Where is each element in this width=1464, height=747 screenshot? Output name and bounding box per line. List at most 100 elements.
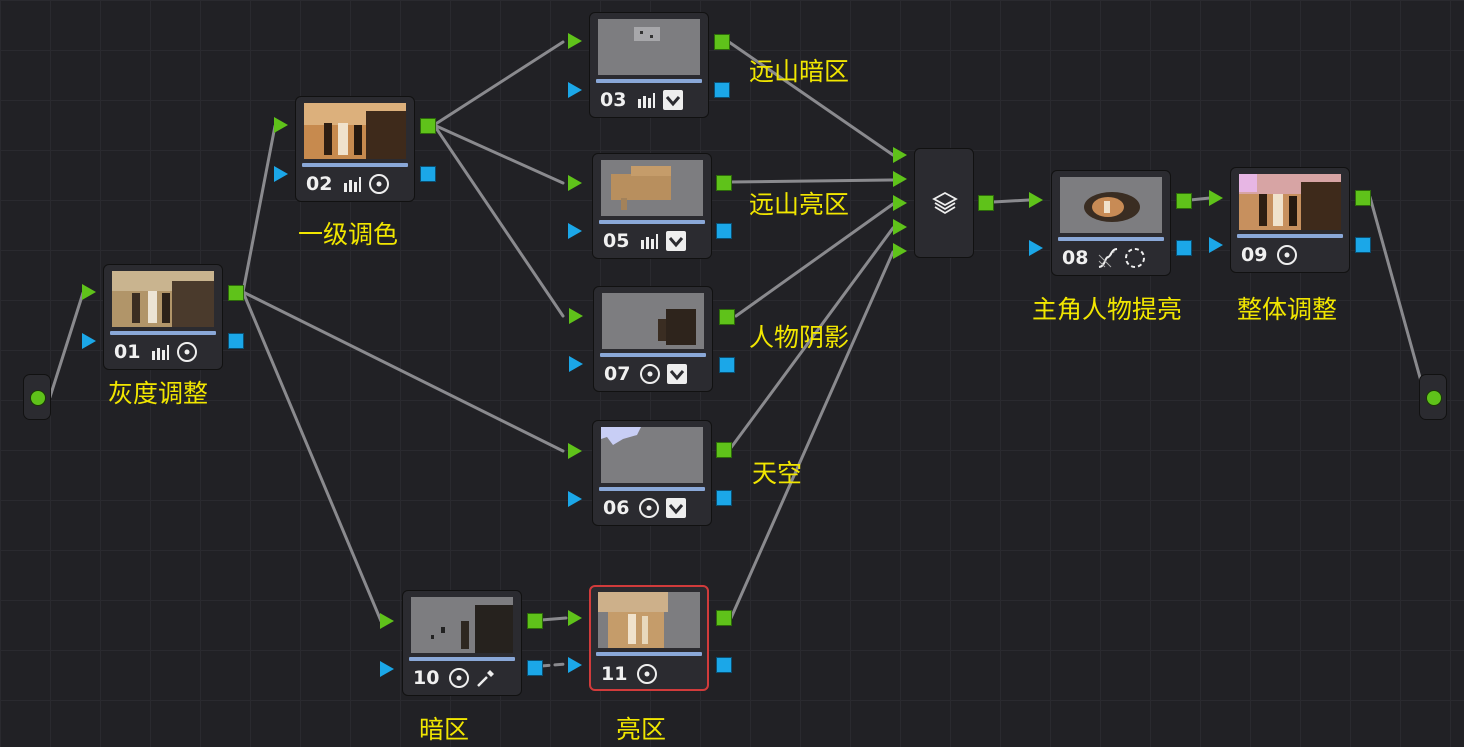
dropdown-icon[interactable] bbox=[662, 89, 684, 111]
node-number: 05 bbox=[603, 230, 630, 252]
key-output-port[interactable] bbox=[527, 660, 543, 676]
key-input-port[interactable] bbox=[380, 661, 394, 677]
bars-icon bbox=[638, 93, 655, 108]
layer-mixer-node[interactable] bbox=[914, 148, 974, 258]
graph-input[interactable] bbox=[23, 374, 51, 420]
rgb-output-port[interactable] bbox=[420, 118, 436, 134]
node-10[interactable]: 10 bbox=[402, 590, 522, 696]
node-number: 01 bbox=[114, 341, 141, 363]
node-02[interactable]: 02 bbox=[295, 96, 415, 202]
rgb-output-port[interactable] bbox=[719, 309, 735, 325]
rgb-output-port[interactable] bbox=[1355, 190, 1371, 206]
key-input-port[interactable] bbox=[82, 333, 96, 349]
circle-window-icon bbox=[449, 668, 469, 688]
node-number: 08 bbox=[1062, 247, 1089, 269]
key-input-port[interactable] bbox=[568, 491, 582, 507]
rgb-output-port[interactable] bbox=[716, 442, 732, 458]
key-input-port[interactable] bbox=[568, 223, 582, 239]
rgb-output-port[interactable] bbox=[1176, 193, 1192, 209]
mixer-input-5[interactable] bbox=[893, 243, 907, 259]
graph-output[interactable] bbox=[1419, 374, 1447, 420]
node-thumbnail bbox=[598, 592, 700, 648]
node-bar bbox=[1058, 237, 1164, 241]
rgb-input-port[interactable] bbox=[568, 175, 582, 191]
rgb-output-port[interactable] bbox=[228, 285, 244, 301]
node-number: 07 bbox=[604, 363, 631, 385]
key-input-port[interactable] bbox=[568, 82, 582, 98]
mixer-input-4[interactable] bbox=[893, 219, 907, 235]
rgb-output-port[interactable] bbox=[527, 613, 543, 629]
layer-stack-icon bbox=[932, 191, 958, 215]
key-output-port[interactable] bbox=[716, 657, 732, 673]
curve-icon bbox=[1098, 248, 1118, 268]
node-label: 远山亮区 bbox=[749, 190, 850, 219]
rgb-input-port[interactable] bbox=[274, 117, 288, 133]
dropdown-icon[interactable] bbox=[665, 230, 687, 252]
key-input-port[interactable] bbox=[1209, 237, 1223, 253]
rgb-input-port[interactable] bbox=[380, 613, 394, 629]
circle-window-icon bbox=[1277, 245, 1297, 265]
node-number: 11 bbox=[601, 663, 628, 685]
mixer-output-port[interactable] bbox=[978, 195, 994, 211]
key-output-port[interactable] bbox=[228, 333, 244, 349]
node-number: 06 bbox=[603, 497, 630, 519]
key-output-port[interactable] bbox=[1355, 237, 1371, 253]
node-06[interactable]: 06 bbox=[592, 420, 712, 526]
rgb-output-port[interactable] bbox=[716, 610, 732, 626]
node-bar bbox=[599, 220, 705, 224]
node-number: 09 bbox=[1241, 244, 1268, 266]
node-thumbnail bbox=[601, 160, 703, 216]
mixer-input-3[interactable] bbox=[893, 195, 907, 211]
rgb-input-port[interactable] bbox=[568, 33, 582, 49]
input-dot[interactable] bbox=[30, 390, 46, 406]
node-bar bbox=[599, 487, 705, 491]
key-output-port[interactable] bbox=[420, 166, 436, 182]
circle-window-icon bbox=[177, 342, 197, 362]
node-11[interactable]: 11 bbox=[589, 585, 709, 691]
node-09[interactable]: 09 bbox=[1230, 167, 1350, 273]
rgb-output-port[interactable] bbox=[716, 175, 732, 191]
circle-window-icon bbox=[639, 498, 659, 518]
key-output-port[interactable] bbox=[714, 82, 730, 98]
node-label: 远山暗区 bbox=[749, 57, 850, 86]
rgb-input-port[interactable] bbox=[568, 610, 582, 626]
bars-icon bbox=[344, 177, 361, 192]
dropdown-icon[interactable] bbox=[665, 497, 687, 519]
key-input-port[interactable] bbox=[274, 166, 288, 182]
key-output-port[interactable] bbox=[719, 357, 735, 373]
node-05[interactable]: 05 bbox=[592, 153, 712, 259]
rgb-input-port[interactable] bbox=[82, 284, 96, 300]
rgb-input-port[interactable] bbox=[1029, 192, 1043, 208]
node-07[interactable]: 07 bbox=[593, 286, 713, 392]
node-bar bbox=[302, 163, 408, 167]
node-thumbnail bbox=[602, 293, 704, 349]
node-thumbnail bbox=[411, 597, 513, 653]
mixer-input-1[interactable] bbox=[893, 147, 907, 163]
node-label: 灰度调整 bbox=[108, 379, 209, 408]
key-input-port[interactable] bbox=[1029, 240, 1043, 256]
key-output-port[interactable] bbox=[716, 490, 732, 506]
key-input-port[interactable] bbox=[568, 657, 582, 673]
node-label: 亮区 bbox=[616, 715, 667, 744]
node-label: 暗区 bbox=[419, 715, 470, 744]
node-thumbnail bbox=[598, 19, 700, 75]
node-01[interactable]: 01 bbox=[103, 264, 223, 370]
key-output-port[interactable] bbox=[716, 223, 732, 239]
rgb-input-port[interactable] bbox=[569, 308, 583, 324]
node-03[interactable]: 03 bbox=[589, 12, 709, 118]
node-thumbnail bbox=[112, 271, 214, 327]
rgb-output-port[interactable] bbox=[714, 34, 730, 50]
bars-icon bbox=[641, 234, 658, 249]
node-08[interactable]: 08 bbox=[1051, 170, 1171, 276]
dropdown-icon[interactable] bbox=[666, 363, 688, 385]
key-input-port[interactable] bbox=[569, 356, 583, 372]
rgb-input-port[interactable] bbox=[1209, 190, 1223, 206]
rgb-input-port[interactable] bbox=[568, 443, 582, 459]
mixer-input-2[interactable] bbox=[893, 171, 907, 187]
node-bar bbox=[409, 657, 515, 661]
node-thumbnail bbox=[304, 103, 406, 159]
key-output-port[interactable] bbox=[1176, 240, 1192, 256]
output-dot[interactable] bbox=[1426, 390, 1442, 406]
